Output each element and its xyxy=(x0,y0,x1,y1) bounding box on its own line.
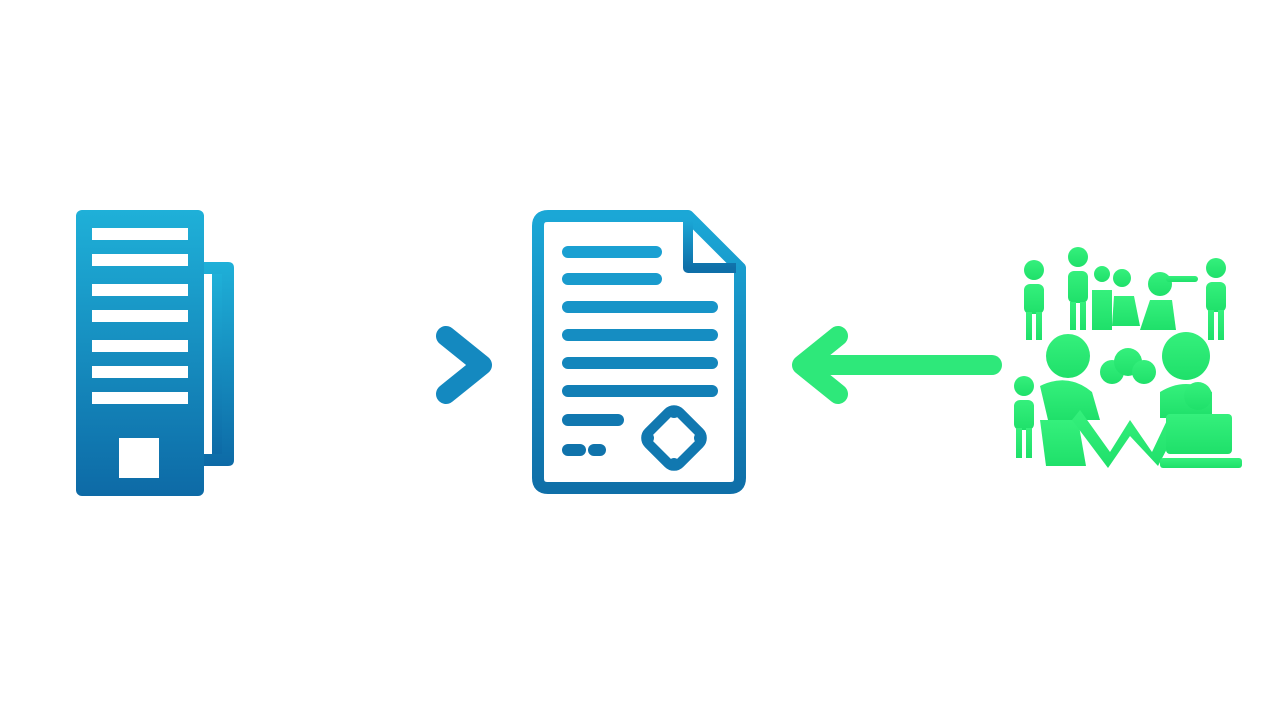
office-building-icon xyxy=(76,210,234,496)
seal-icon xyxy=(641,405,707,471)
arrow-right-icon xyxy=(274,326,492,404)
team-people-icon xyxy=(1014,247,1242,468)
contract-document-icon xyxy=(532,210,746,494)
arrow-left-icon xyxy=(792,326,1002,404)
